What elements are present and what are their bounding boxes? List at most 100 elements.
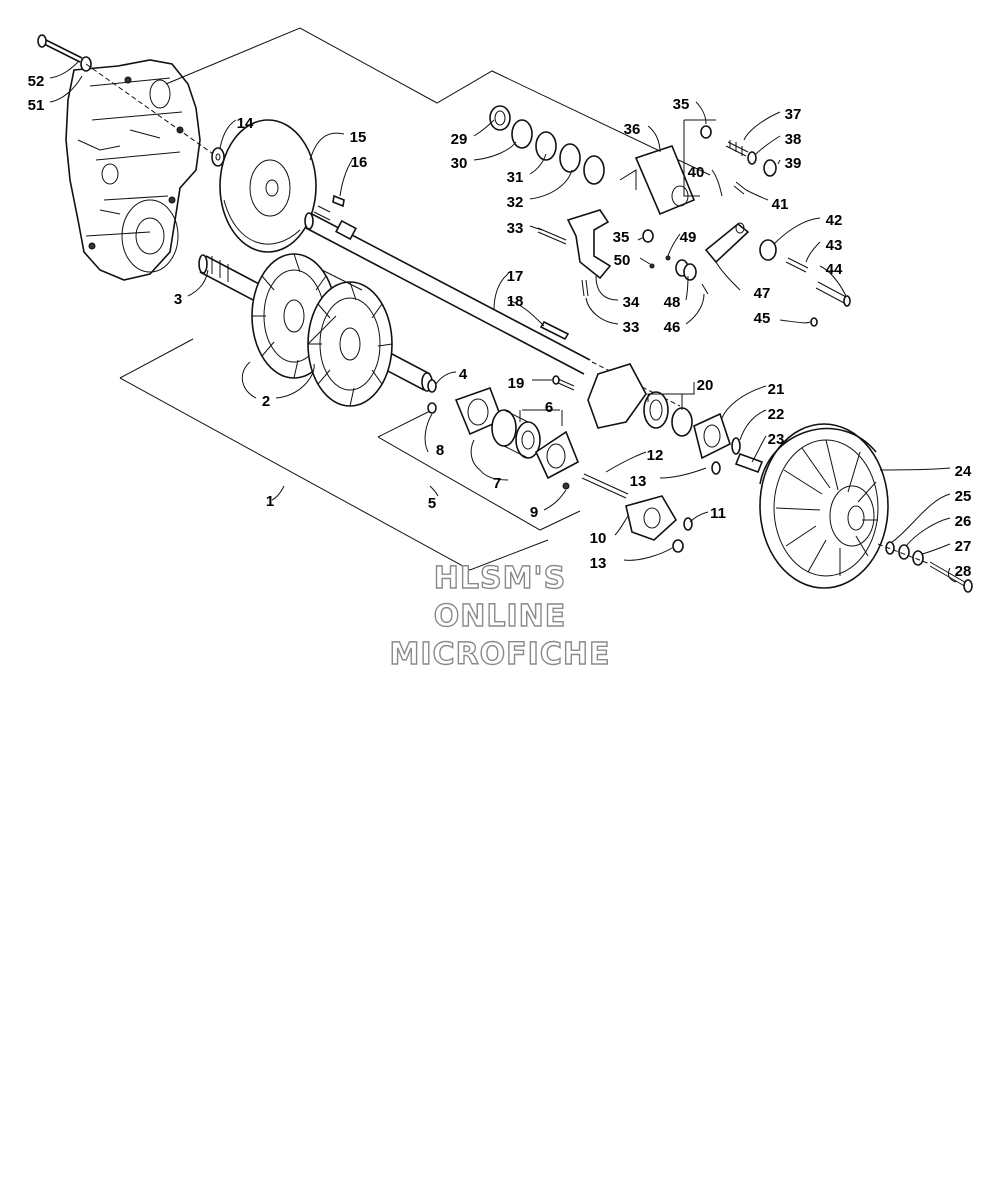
lever-47 — [704, 222, 750, 264]
callout-c35b: 35 — [613, 229, 630, 246]
pad-35-lower — [642, 229, 654, 243]
gear-case-20 — [587, 363, 693, 437]
bracket-34 — [566, 209, 612, 280]
callout-c41: 41 — [772, 196, 789, 213]
callout-c26: 26 — [955, 513, 972, 530]
callout-c8: 8 — [436, 442, 444, 459]
washer-38 — [747, 151, 757, 165]
callout-c42: 42 — [826, 212, 843, 229]
callout-c39: 39 — [785, 155, 802, 172]
callout-c47: 47 — [754, 285, 771, 302]
washer-26 — [898, 544, 910, 560]
nut-39 — [763, 159, 777, 177]
bolt-33-upper — [537, 227, 567, 245]
callout-c35a: 35 — [673, 96, 690, 113]
watermark-line-1: HLSM'S — [434, 561, 566, 596]
pad-35-upper — [700, 125, 712, 139]
spacer-23 — [734, 452, 764, 474]
tensioner-bracket-10 — [625, 495, 678, 541]
piston-32 — [559, 143, 605, 185]
callout-c33a: 33 — [507, 220, 524, 237]
seal-29 — [489, 105, 511, 131]
flange-21 — [693, 412, 731, 460]
nut-9 — [562, 482, 570, 490]
callout-c13a: 13 — [630, 473, 647, 490]
callout-c29: 29 — [451, 131, 468, 148]
bolt-46 — [701, 283, 709, 295]
callout-c6: 6 — [545, 399, 553, 416]
watermark-line-3: MICROFICHE — [390, 637, 611, 672]
callout-c34: 34 — [623, 294, 640, 311]
callout-c45: 45 — [754, 310, 771, 327]
bolt-52 — [37, 34, 83, 63]
callout-c12: 12 — [647, 447, 664, 464]
watermark-line-2: ONLINE — [434, 599, 567, 634]
callout-c31: 31 — [507, 169, 524, 186]
bushing-48 — [675, 259, 697, 281]
bearing-6 — [491, 409, 541, 459]
clip-49 — [665, 255, 671, 261]
key-18 — [539, 320, 570, 341]
callout-c25: 25 — [955, 488, 972, 505]
callout-c40: 40 — [688, 164, 705, 181]
washer-14 — [211, 147, 225, 167]
washer-25 — [885, 541, 895, 555]
callout-c11: 11 — [710, 505, 726, 522]
callout-c37: 37 — [785, 106, 802, 123]
callout-c43: 43 — [826, 237, 843, 254]
callout-c9: 9 — [530, 504, 538, 521]
callout-c18: 18 — [507, 293, 524, 310]
watermark: HLSM'S ONLINE MICROFICHE — [389, 560, 611, 672]
callout-c5: 5 — [428, 495, 436, 512]
callout-c4: 4 — [459, 366, 468, 383]
callout-c49: 49 — [680, 229, 697, 246]
callout-c24: 24 — [955, 463, 972, 480]
callout-c1: 1 — [266, 493, 274, 510]
callout-c32: 32 — [507, 194, 524, 211]
pin-41 — [733, 181, 747, 195]
bolt-11 — [683, 517, 693, 531]
callout-c46: 46 — [664, 319, 681, 336]
callout-c15: 15 — [350, 129, 367, 146]
callout-c17: 17 — [507, 268, 524, 285]
callout-c48: 48 — [664, 294, 681, 311]
callout-c38: 38 — [785, 131, 802, 148]
caliper-body-36 — [619, 145, 696, 216]
rod-44 — [815, 281, 851, 307]
bolt-8 — [427, 402, 437, 414]
callout-c36: 36 — [624, 121, 641, 138]
callout-c20: 20 — [697, 377, 714, 394]
callout-c14: 14 — [237, 115, 254, 132]
screw-12 — [581, 473, 629, 499]
key-16 — [332, 194, 345, 208]
callout-c10: 10 — [590, 530, 607, 547]
callout-c28: 28 — [955, 563, 972, 580]
bushing-42 — [759, 239, 777, 261]
ring-31 — [535, 131, 557, 161]
callout-c19: 19 — [508, 375, 525, 392]
spring-43 — [785, 257, 809, 273]
clip-45 — [810, 317, 818, 327]
brake-disc-15 — [219, 119, 317, 253]
callout-c16: 16 — [351, 154, 368, 171]
spring-37 — [725, 140, 749, 157]
upper-shaft-17 — [304, 205, 591, 375]
callout-c3: 3 — [174, 291, 182, 308]
bearing-flange-7 — [534, 430, 580, 480]
transmission-housing — [65, 59, 201, 281]
callout-c21: 21 — [768, 381, 785, 398]
ring-30 — [511, 119, 533, 149]
callout-c52: 52 — [28, 73, 45, 90]
bolt-33-lower — [581, 279, 589, 297]
callout-c33b: 33 — [623, 319, 640, 336]
drive-sprockets-2 — [251, 253, 393, 407]
spacer-4 — [427, 379, 437, 393]
callout-c2: 2 — [262, 393, 270, 410]
callout-c30: 30 — [451, 155, 468, 172]
callout-c51: 51 — [28, 97, 45, 114]
washer-27 — [912, 550, 924, 566]
callout-c23: 23 — [768, 431, 785, 448]
nut-13-upper — [711, 461, 721, 475]
